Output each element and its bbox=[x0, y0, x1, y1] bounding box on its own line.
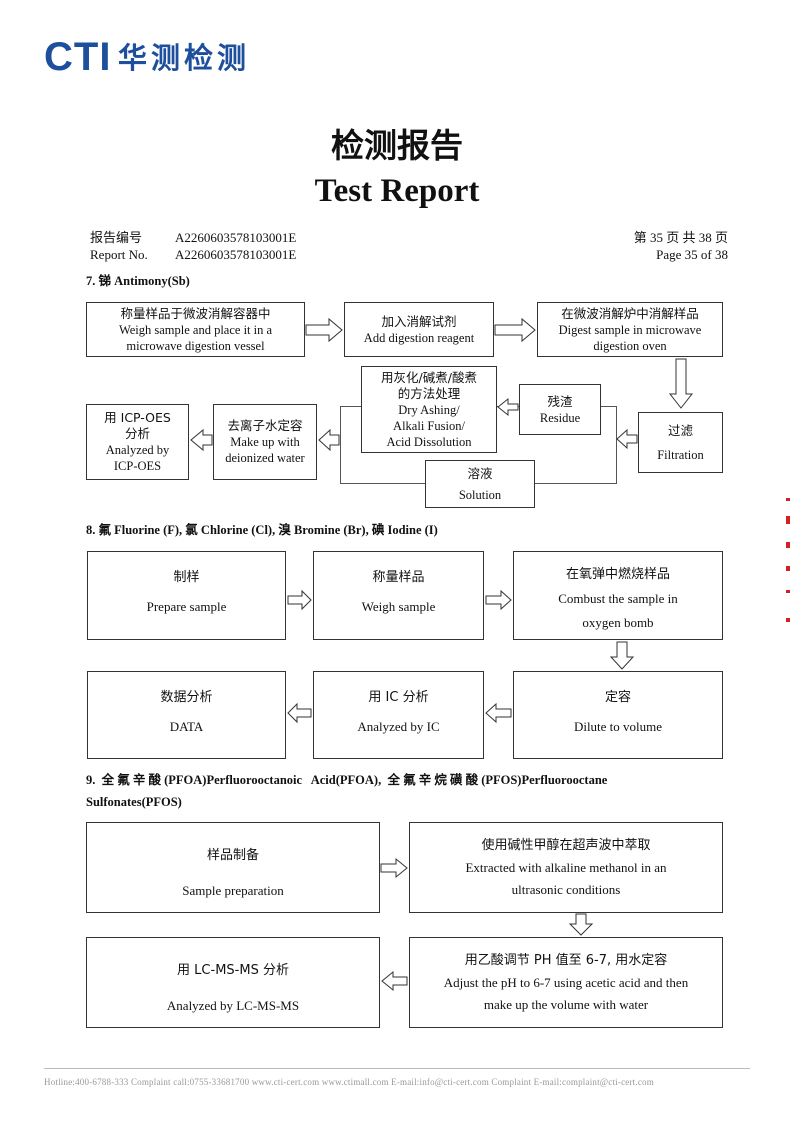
report-no-value: A2260603578103001E bbox=[175, 230, 297, 245]
arrow-left bbox=[616, 428, 638, 450]
s8-ic-box: 用 IC 分析 Analyzed by IC bbox=[313, 671, 484, 759]
arrow-right bbox=[380, 857, 408, 879]
footer-divider bbox=[44, 1068, 750, 1069]
section-9-heading-line1: 9. 全 氟 辛 酸 (PFOA)Perfluorooctanoic Acid(… bbox=[86, 773, 608, 787]
s8-dilute-box: 定容 Dilute to volume bbox=[513, 671, 723, 759]
s9-prep-box: 样品制备 Sample preparation bbox=[86, 822, 380, 913]
arrow-left bbox=[381, 970, 408, 992]
arrow-left bbox=[190, 428, 213, 452]
report-no-label-en: Report No. bbox=[90, 247, 148, 262]
section-7-heading: 7. 锑 Antimony(Sb) bbox=[86, 274, 190, 288]
section-8-heading: 8. 氟 Fluorine (F), 氯 Chlorine (Cl), 溴 Br… bbox=[86, 523, 438, 537]
s7-ashing-box: 用灰化/碱煮/酸煮 的方法处理 Dry Ashing/ Alkali Fusio… bbox=[361, 366, 497, 453]
arrow-left bbox=[497, 397, 519, 417]
s7-residue-box: 残渣 Residue bbox=[519, 384, 601, 435]
s7-digest-box: 在微波消解炉中消解样品 Digest sample in microwave d… bbox=[537, 302, 723, 357]
stamp-fragment bbox=[786, 618, 790, 622]
page-number-cn: 第 35 页 共 38 页 bbox=[633, 230, 728, 245]
arrow-right bbox=[494, 317, 536, 343]
logo-cti: CTI bbox=[44, 35, 112, 79]
s7-icp-box: 用 ICP-OES 分析 Analyzed by ICP-OES bbox=[86, 404, 189, 480]
arrow-right bbox=[305, 317, 343, 343]
report-no-label-cn: 报告编号 bbox=[90, 230, 143, 245]
arrow-left bbox=[318, 428, 340, 452]
title-english: Test Report bbox=[314, 173, 480, 209]
s8-prepare-box: 制样 Prepare sample bbox=[87, 551, 286, 640]
stamp-fragment bbox=[786, 542, 790, 548]
page-number-en: Page 35 of 38 bbox=[656, 247, 728, 262]
title-chinese: 检测报告 bbox=[331, 129, 463, 165]
s8-data-box: 数据分析 DATA bbox=[87, 671, 286, 759]
stamp-fragment bbox=[786, 590, 790, 593]
logo-chinese: 华测检测 bbox=[118, 41, 251, 75]
s8-combust-box: 在氧弹中燃烧样品 Combust the sample in oxygen bo… bbox=[513, 551, 723, 640]
stamp-fragment bbox=[786, 516, 790, 524]
arrow-right bbox=[287, 589, 312, 611]
s7-filtration-box: 过滤 Filtration bbox=[638, 412, 723, 473]
stamp-fragment bbox=[786, 566, 790, 571]
s9-adjust-box: 用乙酸调节 PH 值至 6-7, 用水定容 Adjust the pH to 6… bbox=[409, 937, 723, 1028]
section-9-heading-line2: Sulfonates(PFOS) bbox=[86, 795, 182, 809]
arrow-down bbox=[568, 913, 594, 936]
s9-extract-box: 使用碱性甲醇在超声波中萃取 Extracted with alkaline me… bbox=[409, 822, 723, 913]
s7-solution-box: 溶液 Solution bbox=[425, 460, 535, 508]
footer-contact: Hotline:400-6788-333 Complaint call:0755… bbox=[44, 1077, 654, 1087]
stamp-fragment bbox=[786, 498, 790, 501]
s8-weigh-box: 称量样品 Weigh sample bbox=[313, 551, 484, 640]
s7-dilute-box: 去离子水定容 Make up with deionized water bbox=[213, 404, 317, 480]
arrow-down bbox=[668, 358, 694, 409]
s7-reagent-box: 加入消解试剂 Add digestion reagent bbox=[344, 302, 494, 357]
s9-lcms-box: 用 LC-MS-MS 分析 Analyzed by LC-MS-MS bbox=[86, 937, 380, 1028]
arrow-down bbox=[609, 641, 635, 670]
arrow-left bbox=[485, 702, 512, 724]
arrow-left bbox=[287, 702, 312, 724]
arrow-right bbox=[485, 589, 512, 611]
report-no-value-en: A2260603578103001E bbox=[175, 247, 297, 262]
s7-weigh-box: 称量样品于微波消解容器中 Weigh sample and place it i… bbox=[86, 302, 305, 357]
